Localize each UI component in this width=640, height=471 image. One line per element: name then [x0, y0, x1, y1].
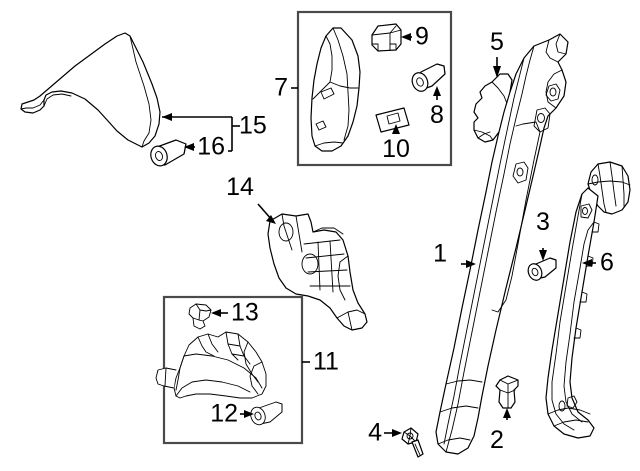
- leader-arrow-16: [184, 143, 195, 151]
- callout-9[interactable]: 9: [415, 22, 429, 51]
- part-body-side-outer-pillar: [435, 33, 569, 455]
- leader-arrow-1: [461, 260, 476, 268]
- part-pillar-screw: [527, 257, 557, 281]
- callout-5[interactable]: 5: [490, 28, 504, 56]
- part-splash-guard-screw: [411, 63, 446, 92]
- part-air-duct-screw: [250, 401, 283, 426]
- leader-arrow-4: [384, 429, 402, 437]
- part-splash-guard: [310, 27, 361, 152]
- leader-arrow-13: [211, 309, 228, 317]
- part-pillar-inner-reinforcement: [545, 161, 631, 439]
- callout-7[interactable]: 7: [274, 73, 288, 102]
- leader-arrow-14: [257, 203, 276, 224]
- leader-arrow-12: [240, 410, 254, 418]
- leader-arrow-2: [503, 408, 511, 420]
- part-air-duct-deflector: [155, 331, 267, 399]
- leader-arrow-5: [493, 57, 501, 78]
- part-hex-head-bolt: [401, 427, 424, 458]
- callout-1[interactable]: 1: [433, 239, 447, 268]
- callout-13[interactable]: 13: [231, 298, 259, 327]
- part-splash-guard-clip: [371, 23, 402, 52]
- part-wheelhouse-liner-bracket: [267, 213, 368, 331]
- leader-arrow-3: [539, 248, 547, 261]
- leader-arrow-9: [401, 33, 412, 41]
- callout-8[interactable]: 8: [430, 101, 444, 129]
- leader-arrow-10: [392, 124, 400, 134]
- part-retainer-clip: [495, 375, 519, 409]
- callout-3[interactable]: 3: [536, 208, 550, 236]
- callout-14[interactable]: 14: [226, 173, 254, 201]
- callout-6[interactable]: 6: [600, 248, 614, 277]
- callout-10[interactable]: 10: [382, 135, 410, 163]
- callout-12[interactable]: 12: [210, 399, 238, 428]
- leader-arrow-8: [433, 86, 441, 100]
- leader-15-16: [162, 113, 240, 152]
- leader-arrow-6: [582, 259, 596, 267]
- callout-16[interactable]: 16: [197, 132, 225, 161]
- part-splash-guard-plate: [375, 107, 410, 133]
- part-front-fender-panel: [20, 32, 161, 148]
- callout-4[interactable]: 4: [368, 418, 382, 447]
- callout-15[interactable]: 15: [239, 111, 267, 140]
- part-fender-mounting-bolt: [150, 139, 187, 167]
- part-air-duct-clip: [188, 303, 212, 330]
- part-pillar-upper-cover: [473, 73, 513, 143]
- callout-2[interactable]: 2: [490, 426, 504, 454]
- callout-11[interactable]: 11: [313, 347, 339, 376]
